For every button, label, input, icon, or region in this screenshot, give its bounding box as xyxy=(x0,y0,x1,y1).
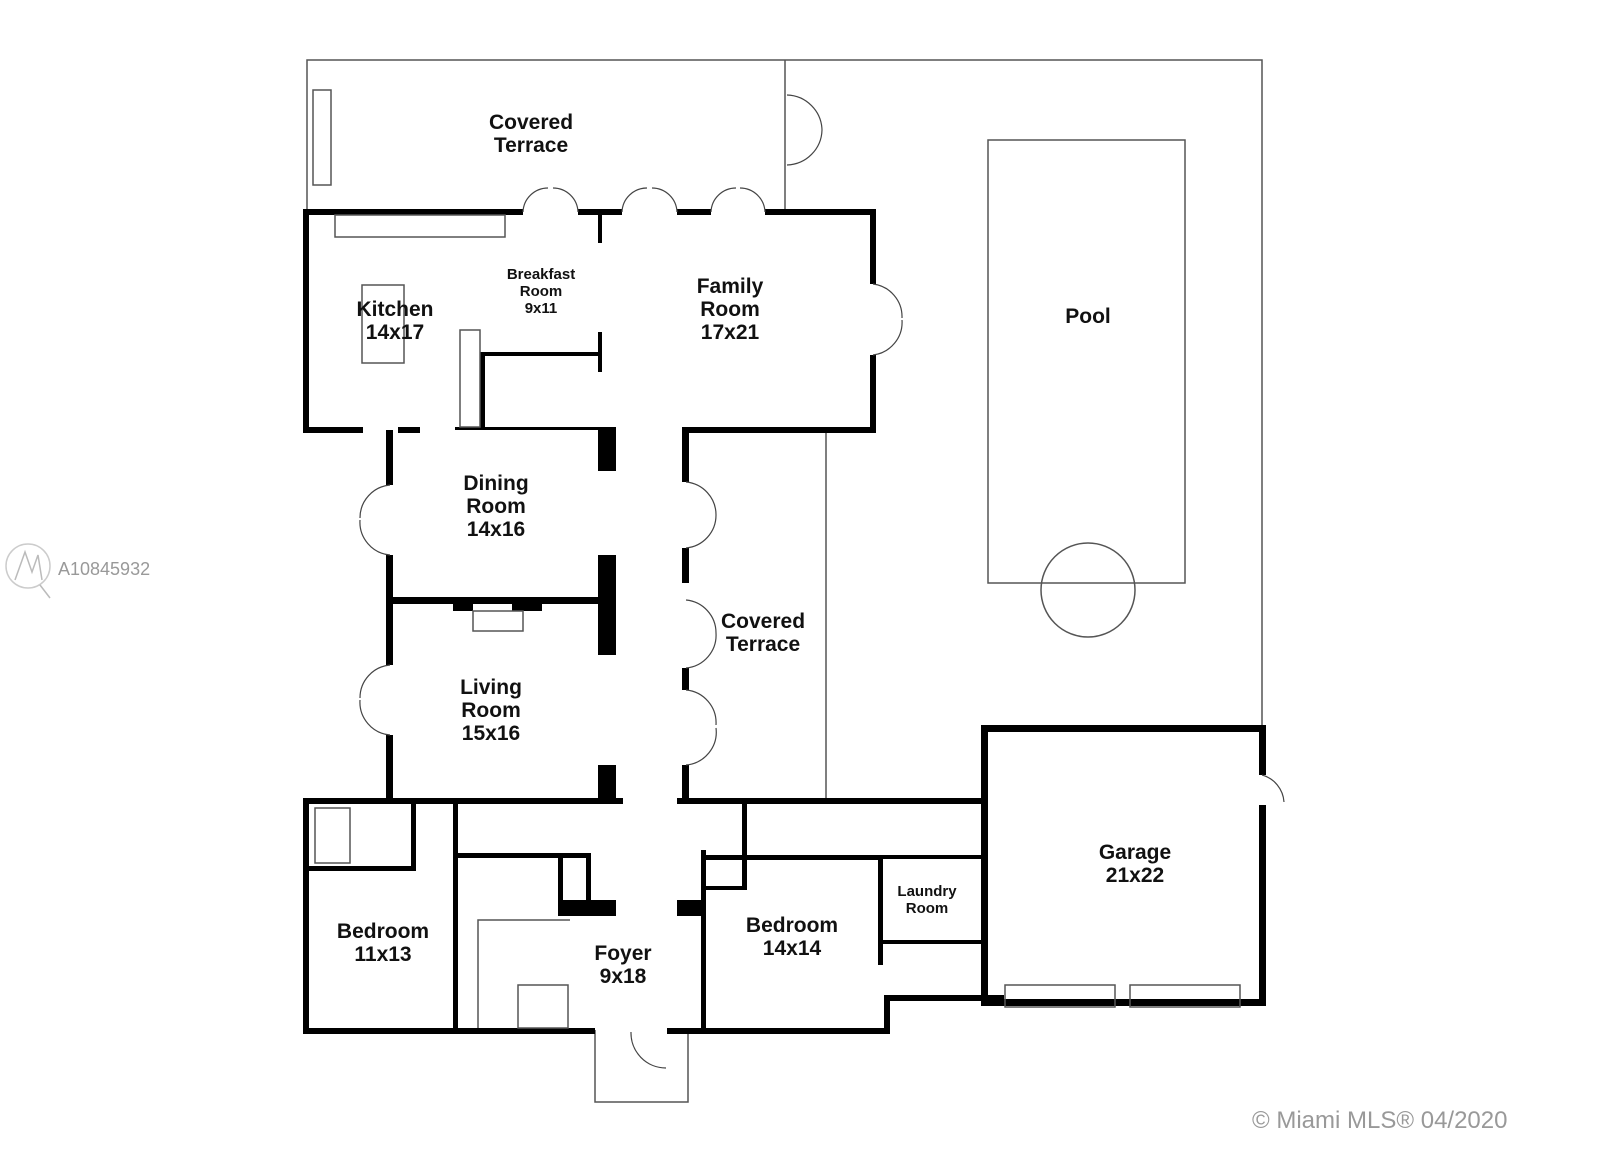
door-swings xyxy=(359,94,1285,1069)
label-pool: Pool xyxy=(1065,305,1111,328)
walls xyxy=(303,209,1266,1034)
copyright: © Miami MLS® 04/2020 xyxy=(1252,1107,1508,1134)
mls-logo-icon xyxy=(5,543,51,599)
listing-id: A10845932 xyxy=(58,559,151,579)
pool xyxy=(987,139,1186,638)
outdoor-outlines xyxy=(306,59,1263,1103)
